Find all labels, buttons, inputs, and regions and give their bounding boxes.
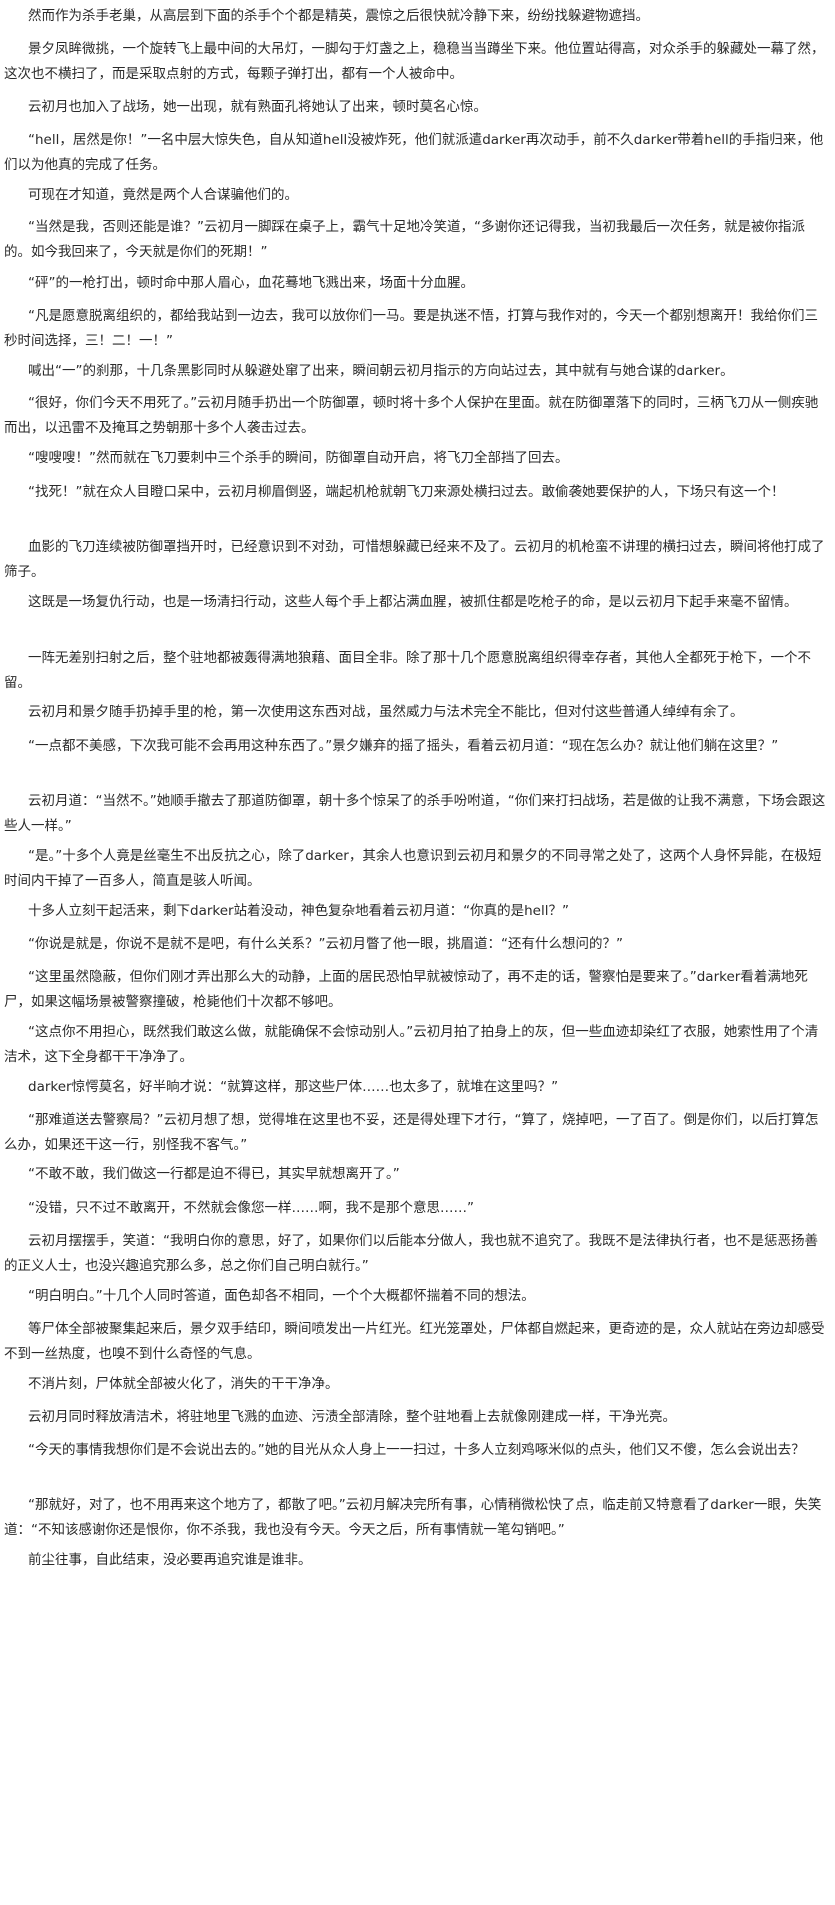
paragraph: 不消片刻，尸体就全部被火化了，消失的干干净净。	[28, 1376, 339, 1392]
paragraph: “是。”十多个人竟是丝毫生不出反抗之心，除了darker，其余人也意识到云初月和…	[4, 848, 822, 889]
paragraph: 然而作为杀手老巢，从高层到下面的杀手个个都是精英，震惊之后很快就冷静下来，纷纷找…	[28, 8, 649, 24]
paragraph: “hell，居然是你！”一名中层大惊失色，自从知道hell没被炸死，他们就派遣d…	[4, 132, 824, 173]
paragraph: “这里虽然隐蔽，但你们刚才弄出那么大的动静，上面的居民恐怕早就被惊动了，再不走的…	[4, 969, 808, 1010]
paragraph: “这点你不用担心，既然我们敢这么做，就能确保不会惊动别人。”云初月拍了拍身上的灰…	[4, 1024, 819, 1065]
paragraph: “今天的事情我想你们是不会说出去的。”她的目光从众人身上一一扫过，十多人立刻鸡啄…	[28, 1442, 805, 1458]
paragraph: 云初月和景夕随手扔掉手里的枪，第一次使用这东西对战，虽然威力与法术完全不能比，但…	[28, 704, 744, 720]
paragraph: 云初月道：“当然不。”她顺手撤去了那道防御罩，朝十多个惊呆了的杀手吩咐道，“你们…	[4, 793, 826, 834]
paragraph: darker惊愕莫名，好半晌才说：“就算这样，那这些尸体……也太多了，就堆在这里…	[28, 1079, 559, 1095]
paragraph: 云初月摆摆手，笑道：“我明白你的意思，好了，如果你们以后能本分做人，我也就不追究…	[4, 1233, 818, 1274]
paragraph: 等尸体全部被聚集起来后，景夕双手结印，瞬间喷发出一片红光。红光笼罩处，尸体都自燃…	[4, 1321, 825, 1362]
paragraph: “那难道送去警察局？”云初月想了想，觉得堆在这里也不妥，还是得处理下才行，“算了…	[4, 1112, 819, 1153]
paragraph: “一点都不美感，下次我可能不会再用这种东西了。”景夕嫌弃的摇了摇头，看着云初月道…	[28, 738, 779, 754]
paragraph: 血影的飞刀连续被防御罩挡开时，已经意识到不对劲，可惜想躲藏已经来不及了。云初月的…	[4, 539, 825, 580]
paragraph: 可现在才知道，竟然是两个人合谋骗他们的。	[28, 187, 298, 203]
paragraph: 前尘往事，自此结束，没必要再追究谁是谁非。	[28, 1552, 312, 1568]
paragraph: “那就好，对了，也不用再来这个地方了，都散了吧。”云初月解决完所有事，心情稍微松…	[4, 1497, 822, 1538]
paragraph: “砰”的一枪打出，顿时命中那人眉心，血花蓦地飞溅出来，场面十分血腥。	[28, 275, 474, 291]
paragraph: 喊出“一”的刹那，十几条黑影同时从躲避处窜了出来，瞬间朝云初月指示的方向站过去，…	[28, 363, 734, 379]
paragraph: 十多人立刻干起活来，剩下darker站着没动，神色复杂地看着云初月道：“你真的是…	[28, 903, 569, 919]
paragraph: “找死！”就在众人目瞪口呆中，云初月柳眉倒竖，端起机枪就朝飞刀来源处横扫过去。敢…	[28, 484, 785, 500]
paragraph: “明白明白。”十几个人同时答道，面色却各不相同，一个个大概都怀揣着不同的想法。	[28, 1288, 535, 1304]
paragraph: “你说是就是，你说不是就不是吧，有什么关系？”云初月瞥了他一眼，挑眉道：“还有什…	[28, 936, 623, 952]
paragraph: “当然是我，否则还能是谁？”云初月一脚踩在桌子上，霸气十足地冷笑道，“多谢你还记…	[4, 219, 805, 260]
paragraph: “很好，你们今天不用死了。”云初月随手扔出一个防御罩，顿时将十多个人保护在里面。…	[4, 395, 819, 436]
paragraph: 景夕凤眸微挑，一个旋转飞上最中间的大吊灯，一脚勾于灯盏之上，稳稳当当蹲坐下来。他…	[4, 41, 825, 82]
paragraph: “不敢不敢，我们做这一行都是迫不得已，其实早就想离开了。”	[28, 1166, 400, 1182]
paragraph: 一阵无差别扫射之后，整个驻地都被轰得满地狼藉、面目全非。除了那十几个愿意脱离组织…	[4, 650, 811, 691]
paragraph: “嗖嗖嗖！”然而就在飞刀要刺中三个杀手的瞬间，防御罩自动开启，将飞刀全部挡了回去…	[28, 450, 569, 466]
paragraph: 云初月也加入了战场，她一出现，就有熟面孔将她认了出来，顿时莫名心惊。	[28, 99, 487, 115]
paragraph: 这既是一场复仇行动，也是一场清扫行动，这些人每个手上都沾满血腥，被抓住都是吃枪子…	[28, 594, 798, 610]
paragraph: “没错，只不过不敢离开，不然就会像您一样……啊，我不是那个意思……”	[28, 1200, 474, 1216]
paragraph: “凡是愿意脱离组织的，都给我站到一边去，我可以放你们一马。要是执迷不悟，打算与我…	[4, 308, 818, 349]
paragraph: 云初月同时释放清洁术，将驻地里飞溅的血迹、污渍全部清除，整个驻地看上去就像刚建成…	[28, 1409, 676, 1425]
